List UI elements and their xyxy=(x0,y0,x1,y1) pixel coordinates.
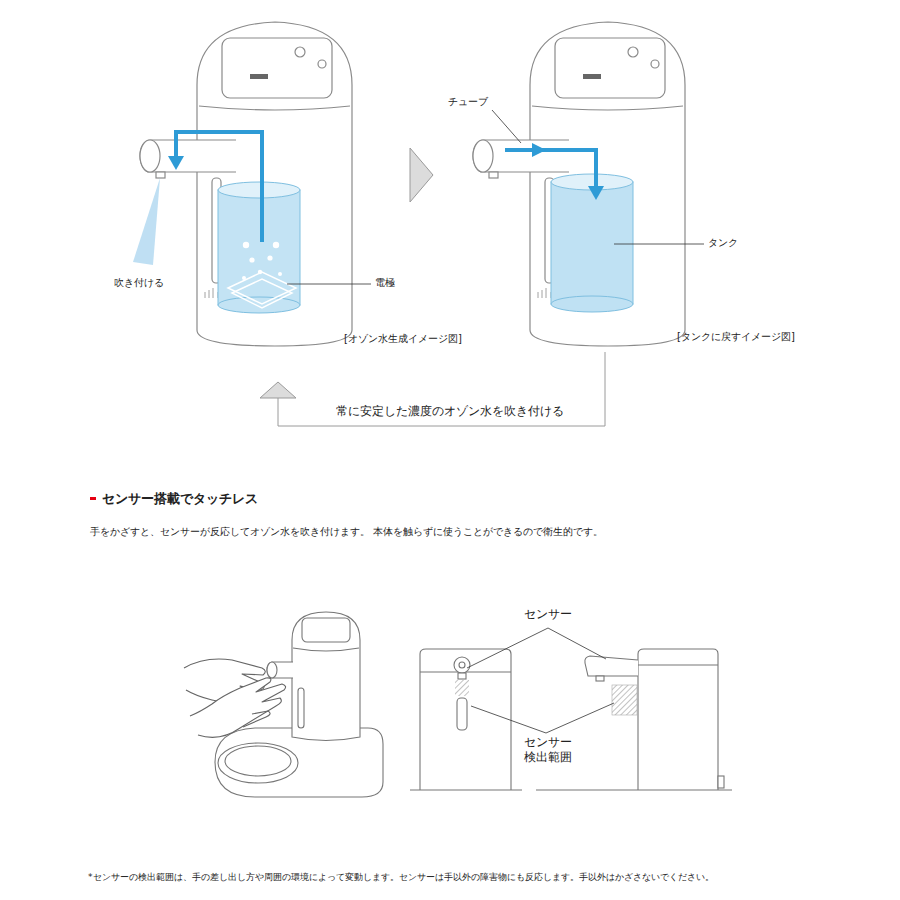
leader-line xyxy=(614,244,704,245)
heading-mark xyxy=(90,497,96,500)
leader-line xyxy=(492,110,521,143)
leader-line xyxy=(287,284,371,285)
figure-caption: [オゾン水生成イメージ図] xyxy=(344,333,462,346)
body-text: 手をかざすと、センサーが反応してオゾン水を吹き付けます。 本体を触らずに使うこと… xyxy=(90,526,603,539)
electrode xyxy=(228,272,296,308)
water-tank xyxy=(218,182,300,313)
loop-arrow xyxy=(260,352,605,426)
leader-line xyxy=(467,628,614,733)
part-label: センサー 検出範囲 xyxy=(519,735,577,765)
figure-caption: [タンクに戻すイメージ図] xyxy=(677,331,795,344)
device-side-view xyxy=(536,649,732,790)
spray xyxy=(133,178,160,265)
sensor-range xyxy=(612,685,637,715)
part-label: 吹き付ける xyxy=(114,277,164,290)
device-ozone-generation xyxy=(140,22,352,346)
device-front-view xyxy=(410,649,522,790)
device-return-tank xyxy=(473,22,685,346)
flow-arrow xyxy=(168,132,262,242)
section-heading: センサー搭載でタッチレス xyxy=(102,490,258,508)
water-tank xyxy=(551,174,633,312)
hands xyxy=(184,659,286,737)
step-arrow xyxy=(410,148,433,202)
footnote: *センサーの検出範囲は、手の差し出し方や周囲の環境によって変動します。センサーは… xyxy=(88,872,714,883)
sensor-range xyxy=(455,680,469,696)
flow-arrow xyxy=(505,143,604,200)
part-label: タンク xyxy=(708,237,738,250)
flow-label: 常に安定した濃度のオゾン水を吹き付ける xyxy=(334,404,566,419)
bubbles xyxy=(242,242,282,280)
part-label: センサー xyxy=(522,607,574,622)
part-label: 電極 xyxy=(375,277,395,290)
part-label: チューブ xyxy=(448,96,488,109)
